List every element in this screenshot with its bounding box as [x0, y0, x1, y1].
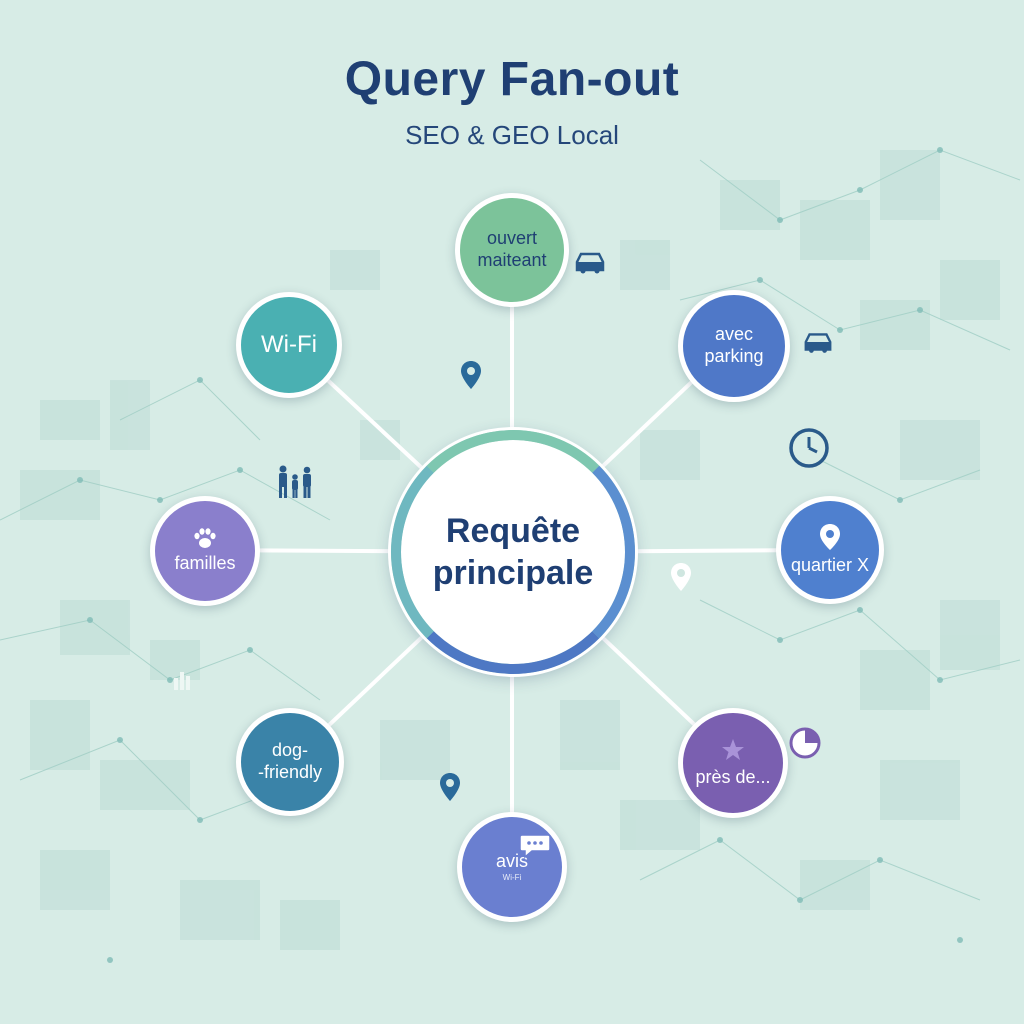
clock-icon — [789, 428, 829, 468]
node-parking-line2: parking — [704, 346, 764, 366]
node-pres-label: près de... — [695, 767, 771, 788]
node-parking-line1: avec — [714, 324, 754, 345]
node-wifi-label: Wi-Fi — [261, 330, 317, 358]
chart-bar-icon — [174, 672, 190, 690]
node-avec-parking: avec parking — [678, 290, 790, 402]
central-query-node: Requête principale — [391, 430, 635, 674]
node-quartier-x: quartier X — [776, 496, 884, 604]
node-dog-line2: -friendly — [257, 762, 323, 782]
page-title: Query Fan-out — [344, 53, 680, 106]
node-ouvert-line1: ouvert — [486, 228, 538, 249]
node-dog-line1: dog- — [271, 740, 309, 761]
central-query-line2: principale — [432, 554, 594, 592]
location-pin-icon — [461, 361, 481, 389]
star-icon — [722, 739, 744, 761]
chat-bubble-icon — [519, 834, 551, 859]
node-avis-small: Wi-Fi — [502, 873, 522, 882]
node-dog-friendly: dog- -friendly — [236, 708, 344, 816]
page-subtitle: SEO & GEO Local — [405, 120, 619, 150]
node-familles: familles — [150, 496, 260, 606]
location-pin-icon — [820, 524, 840, 551]
pie-chart-icon — [789, 727, 821, 759]
node-ouvert-maintenant: ouvert maiteant — [455, 193, 569, 307]
central-query-line1: Requête — [445, 511, 581, 550]
car-icon — [575, 252, 605, 274]
node-avis-label: avis — [495, 851, 528, 872]
family-icon — [279, 465, 311, 498]
node-wifi: Wi-Fi — [236, 292, 342, 398]
central-query-label: Requête principale — [418, 510, 608, 595]
node-ouvert-line2: maiteant — [477, 250, 547, 270]
location-pin-icon — [440, 773, 460, 801]
node-avis: avis Wi-Fi — [457, 812, 567, 922]
location-pin-icon — [671, 563, 691, 591]
paw-icon — [194, 528, 216, 549]
node-familles-label: familles — [174, 553, 236, 574]
node-pres-de: près de... — [678, 708, 788, 818]
car-icon — [804, 333, 832, 353]
node-quartier-label: quartier X — [790, 555, 870, 576]
